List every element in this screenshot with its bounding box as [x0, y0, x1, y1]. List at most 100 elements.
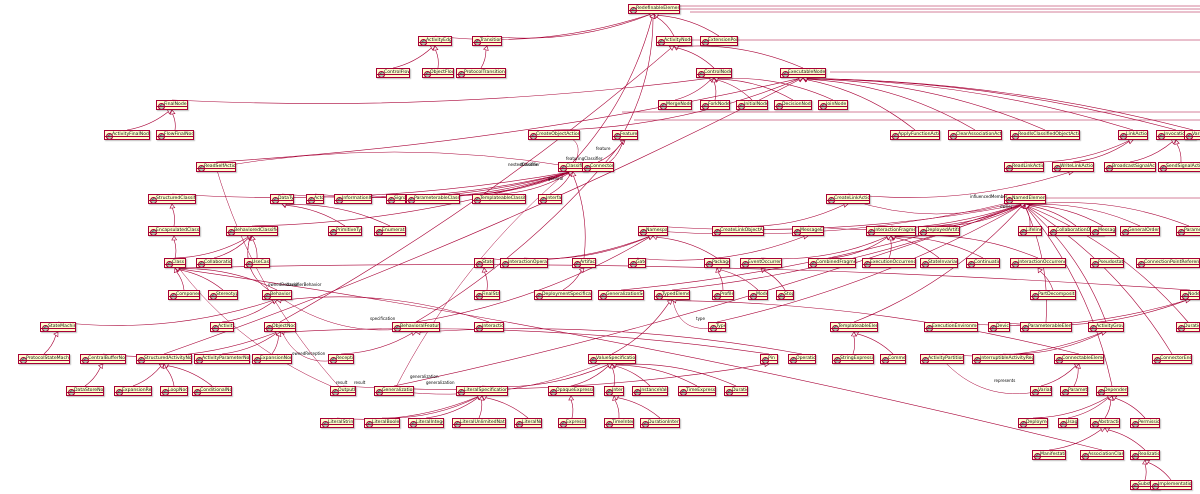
class-node-literal-specification[interactable]: LiteralSpecification — [456, 386, 508, 396]
class-node-create-object-action[interactable]: CreateObjectAction — [528, 130, 580, 140]
class-node-message[interactable]: Message — [1090, 226, 1116, 236]
class-node-variable[interactable]: Variable — [1030, 386, 1052, 396]
class-node-object-flow[interactable]: ObjectFlow — [422, 68, 454, 78]
class-node-string-expression[interactable]: StringExpression — [832, 354, 874, 364]
class-node-pin[interactable]: Pin — [760, 354, 778, 364]
class-node-interface[interactable]: Interface — [538, 194, 562, 204]
class-node-time-interval[interactable]: TimeInterval — [604, 418, 634, 428]
class-node-behavioral-feature[interactable]: BehavioralFeature — [392, 322, 440, 332]
class-node-use-case[interactable]: UseCase — [244, 258, 270, 268]
class-node-permission[interactable]: Permission — [1130, 418, 1160, 428]
class-node-activity[interactable]: Activity — [210, 322, 234, 332]
class-node-lifeline[interactable]: Lifeline — [1018, 226, 1042, 236]
class-node-parameter-set[interactable]: Parameter — [1176, 226, 1200, 236]
class-node-node[interactable]: Node — [1180, 290, 1200, 300]
class-node-templateable-element[interactable]: TemplateableElement — [830, 322, 878, 332]
class-node-central-buffer-node[interactable]: CentralBufferNode — [80, 354, 126, 364]
class-node-reception[interactable]: Reception — [328, 354, 354, 364]
class-node-primitive-type[interactable]: PrimitiveType — [328, 226, 362, 236]
class-node-behaviored-classifier[interactable]: BehavioredClassifier — [226, 226, 278, 236]
class-node-initial-node[interactable]: InitialNode — [736, 100, 768, 110]
class-node-activity-final-node[interactable]: ActivityFinalNode — [104, 130, 150, 140]
class-node-activity-node[interactable]: ActivityNode — [656, 36, 692, 46]
class-node-generalization[interactable]: Generalization — [374, 386, 414, 396]
class-node-abstraction[interactable]: Abstraction — [1090, 418, 1120, 428]
class-node-gate[interactable]: Gate — [628, 258, 646, 268]
class-node-stereotype[interactable]: Stereotype — [208, 290, 238, 300]
class-node-combined-fragment[interactable]: CombinedFragment — [808, 258, 856, 268]
class-node-implementation[interactable]: Implementation — [1150, 480, 1192, 490]
class-node-connectable-element[interactable]: ConnectableElement — [1054, 354, 1104, 364]
class-node-read-self-action[interactable]: ReadSelfAction — [196, 162, 236, 172]
class-node-create-link-action[interactable]: CreateLinkAction — [826, 194, 870, 204]
class-node-decision-node[interactable]: DecisionNode — [774, 100, 812, 110]
class-node-protocol-state-machine[interactable]: ProtocolStateMachine — [18, 354, 70, 364]
class-node-literal-boolean[interactable]: LiteralBoolean — [364, 418, 400, 428]
class-node-class[interactable]: Class — [164, 258, 186, 268]
class-node-transition[interactable]: Transition — [472, 36, 502, 46]
class-node-artifact[interactable]: Artifact — [572, 258, 596, 268]
class-node-interaction-occurrence[interactable]: InteractionOccurrence — [1010, 258, 1066, 268]
class-node-general-ordering[interactable]: GeneralOrdering — [1120, 226, 1160, 236]
class-node-signal[interactable]: Signal — [386, 194, 406, 204]
class-node-send-signal-action[interactable]: SendSignalAction — [1158, 162, 1200, 172]
class-node-write-link-action[interactable]: WriteLinkAction — [1052, 162, 1094, 172]
class-node-activity-partition[interactable]: ActivityPartition — [920, 354, 964, 364]
class-node-parameterable-element[interactable]: ParameterableElement — [1020, 322, 1072, 332]
class-node-time-expression[interactable]: TimeExpression — [678, 386, 716, 396]
class-node-clear-association-action[interactable]: ClearAssociationAction — [948, 130, 1002, 140]
class-node-enumeration[interactable]: Enumeration — [374, 226, 406, 236]
class-node-comment[interactable]: Comment — [880, 354, 906, 364]
class-node-behavior[interactable]: Behavior — [262, 290, 292, 300]
class-node-interaction[interactable]: Interaction — [474, 322, 504, 332]
class-node-value-specification[interactable]: ValueSpecification — [588, 354, 636, 364]
class-node-opaque-expression[interactable]: OpaqueExpression — [548, 386, 594, 396]
class-node-templateable-classifier[interactable]: TemplateableClassifier — [472, 194, 526, 204]
class-node-part-decomposition[interactable]: PartDecomposition — [1030, 290, 1076, 300]
class-node-control-flow[interactable]: ControlFlow — [376, 68, 410, 78]
class-node-event-occurrence[interactable]: EventOccurrence — [740, 258, 782, 268]
class-node-manifestation[interactable]: Manifestation — [1032, 450, 1066, 460]
class-node-state-machine[interactable]: StateMachine — [40, 322, 76, 332]
class-node-read-link-action[interactable]: ReadLinkAction — [1004, 162, 1044, 172]
class-node-association-class[interactable]: AssociationClass — [1080, 450, 1124, 460]
class-node-expansion-region[interactable]: ExpansionRegion — [114, 386, 152, 396]
class-node-structured-activity-node[interactable]: StructuredActivityNode — [136, 354, 192, 364]
class-node-execution-environment[interactable]: ExecutionEnvironment — [924, 322, 978, 332]
class-node-connection-point-reference[interactable]: ConnectionPointReference — [1136, 258, 1200, 268]
class-node-loop-node[interactable]: LoopNode — [160, 386, 188, 396]
class-node-activity-edge[interactable]: ActivityEdge — [418, 36, 452, 46]
class-node-control-node[interactable]: ControlNode — [696, 68, 732, 78]
class-node-parameter[interactable]: Parameter — [1060, 386, 1088, 396]
class-node-literal-unlimited-natural[interactable]: LiteralUnlimitedNatural — [452, 418, 506, 428]
class-node-final-node[interactable]: FinalNode — [156, 100, 188, 110]
class-node-stop[interactable]: Stop — [776, 290, 794, 300]
class-node-execution-occurrence[interactable]: ExecutionOccurrence — [862, 258, 916, 268]
class-node-deployment-specification[interactable]: DeploymentSpecification — [534, 290, 592, 300]
class-node-realization[interactable]: Realization — [1130, 450, 1160, 460]
class-node-fork-node[interactable]: ForkNode — [700, 100, 730, 110]
class-node-typed-element[interactable]: TypedElement — [654, 290, 690, 300]
class-node-encapsulated-classifier[interactable]: EncapsulatedClassifier — [148, 226, 200, 236]
class-node-operation[interactable]: Operation — [788, 354, 816, 364]
class-node-structured-classifier[interactable]: StructuredClassifier — [148, 194, 196, 204]
class-node-usage[interactable]: Usage — [1058, 418, 1078, 428]
class-node-collaboration[interactable]: Collaboration — [196, 258, 232, 268]
class-node-output-pin[interactable]: OutputPin — [330, 386, 356, 396]
class-node-package[interactable]: Package — [704, 258, 730, 268]
class-node-device[interactable]: Device — [988, 322, 1010, 332]
class-node-interruptible-activity-region[interactable]: InterruptibleActivityRegion — [972, 354, 1034, 364]
class-node-broadcast-signal-action[interactable]: BroadcastSignalAction — [1104, 162, 1156, 172]
class-node-create-link-object-action[interactable]: CreateLinkObjectAction — [712, 226, 764, 236]
class-node-data-type[interactable]: DataType — [270, 194, 294, 204]
class-node-join-node[interactable]: JoinNode — [818, 100, 848, 110]
class-node-dependency[interactable]: Dependency — [1096, 386, 1128, 396]
class-node-extension-point[interactable]: ExtensionPoint — [700, 36, 738, 46]
class-node-data-store-node[interactable]: DataStoreNode — [66, 386, 104, 396]
class-node-state[interactable]: State — [474, 258, 494, 268]
class-node-duration-interval[interactable]: DurationInterval — [640, 418, 680, 428]
class-node-profile[interactable]: Profile — [712, 290, 734, 300]
class-node-continuation[interactable]: Continuation — [966, 258, 1000, 268]
class-node-variable-action[interactable]: Variabl — [1184, 130, 1200, 140]
class-node-object-node[interactable]: ObjectNode — [264, 322, 296, 332]
